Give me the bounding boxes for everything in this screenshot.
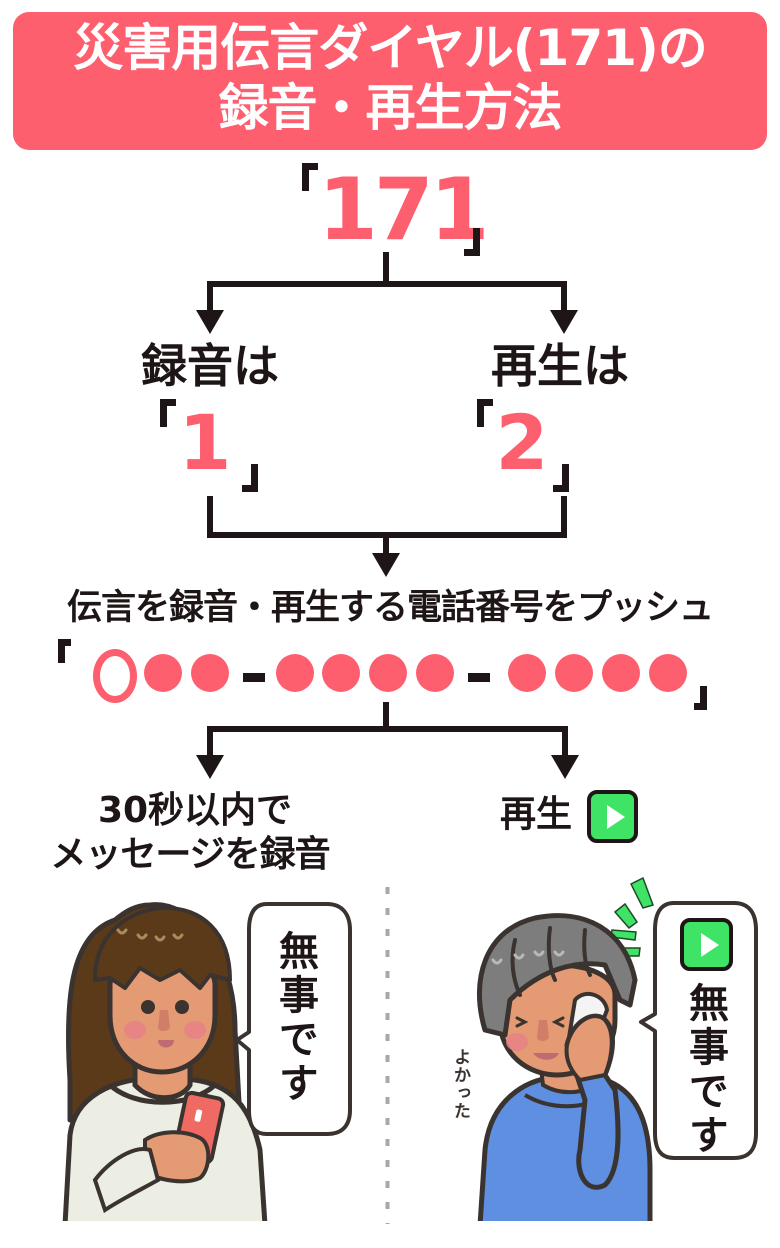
playback-result-label: 再生 — [500, 794, 573, 835]
bangs — [93, 906, 232, 990]
cheek — [506, 1033, 528, 1051]
mouth — [158, 1040, 174, 1048]
aside-text-yokatta: よかった — [450, 1048, 470, 1120]
open-bracket — [160, 399, 176, 427]
close-bracket — [694, 686, 707, 710]
sound-effect-line — [629, 876, 654, 909]
cheek — [184, 1021, 206, 1039]
speech-bubble-left — [235, 902, 352, 1136]
digit-placeholder-dot — [508, 654, 546, 692]
dial-number-171: 171 — [318, 160, 490, 260]
sound-effect-line — [613, 902, 639, 930]
smartphone-camera — [194, 1109, 203, 1122]
digit-placeholder-dot — [144, 654, 182, 692]
flow-merge-middle — [207, 496, 567, 538]
phone-instruction: 伝言を録音・再生する電話番号をプッシュ — [66, 588, 714, 628]
digit-placeholder-dot — [276, 654, 314, 692]
speech-text-left: 無事です — [272, 930, 318, 1106]
title-banner: 災害用伝言ダイヤル(171)の 録音・再生方法 — [13, 12, 767, 150]
collar — [108, 1083, 217, 1105]
arrow-down-icon — [196, 310, 224, 334]
hair-highlight — [491, 950, 565, 965]
flow-branch-top — [207, 281, 567, 322]
cheek — [124, 1021, 146, 1039]
digit-placeholder-dot — [369, 654, 407, 692]
eye-closed — [515, 1016, 529, 1028]
arrow-down-icon — [550, 310, 578, 334]
open-bracket — [477, 399, 493, 427]
arrow-down-icon — [196, 755, 224, 779]
record-key-1: 1 — [178, 398, 232, 487]
close-bracket — [464, 228, 480, 256]
nose — [537, 1020, 549, 1041]
record-result-line-1: 30秒以内で — [97, 790, 293, 831]
record-branch-label: 録音は — [141, 339, 279, 393]
title-line-1: 災害用伝言ダイヤル(171)の — [73, 19, 708, 77]
sweater — [477, 1074, 653, 1225]
mouth — [533, 1053, 559, 1060]
digit-placeholder-dot — [416, 654, 454, 692]
sleeve — [92, 1147, 161, 1214]
number-separator-dash — [468, 673, 490, 682]
nose — [158, 1010, 170, 1031]
eye — [175, 1000, 189, 1014]
eye — [141, 1000, 155, 1014]
hair-strands — [510, 926, 592, 997]
hair-highlight — [116, 928, 184, 942]
digit-placeholder-dot — [649, 654, 687, 692]
speech-text-right: 無事です — [682, 982, 728, 1158]
digit-placeholder-dot — [191, 654, 229, 692]
digit-placeholder-dot — [602, 654, 640, 692]
open-bracket — [58, 639, 71, 663]
elderly-woman-on-phone-illustration — [455, 876, 655, 1225]
play-icon — [587, 790, 638, 843]
hand — [143, 1130, 211, 1184]
play-icon — [680, 918, 733, 971]
hand — [564, 1014, 614, 1082]
digit-placeholder-dot — [555, 654, 593, 692]
playback-key-2: 2 — [495, 398, 549, 487]
flow-branch-bottom — [207, 726, 568, 766]
arrow-down-icon — [551, 755, 579, 779]
open-bracket — [302, 163, 318, 191]
eye-closed — [551, 1016, 565, 1028]
playback-branch-label: 再生は — [491, 339, 629, 393]
arrow-down-icon — [372, 553, 400, 577]
title-line-2: 録音・再生方法 — [218, 79, 563, 137]
close-bracket — [553, 464, 569, 492]
record-result-line-2: メッセージを録音 — [50, 834, 330, 875]
number-separator-dash — [243, 673, 265, 682]
close-bracket — [242, 464, 258, 492]
digit-placeholder-dot — [322, 654, 360, 692]
digit-zero — [93, 649, 137, 703]
